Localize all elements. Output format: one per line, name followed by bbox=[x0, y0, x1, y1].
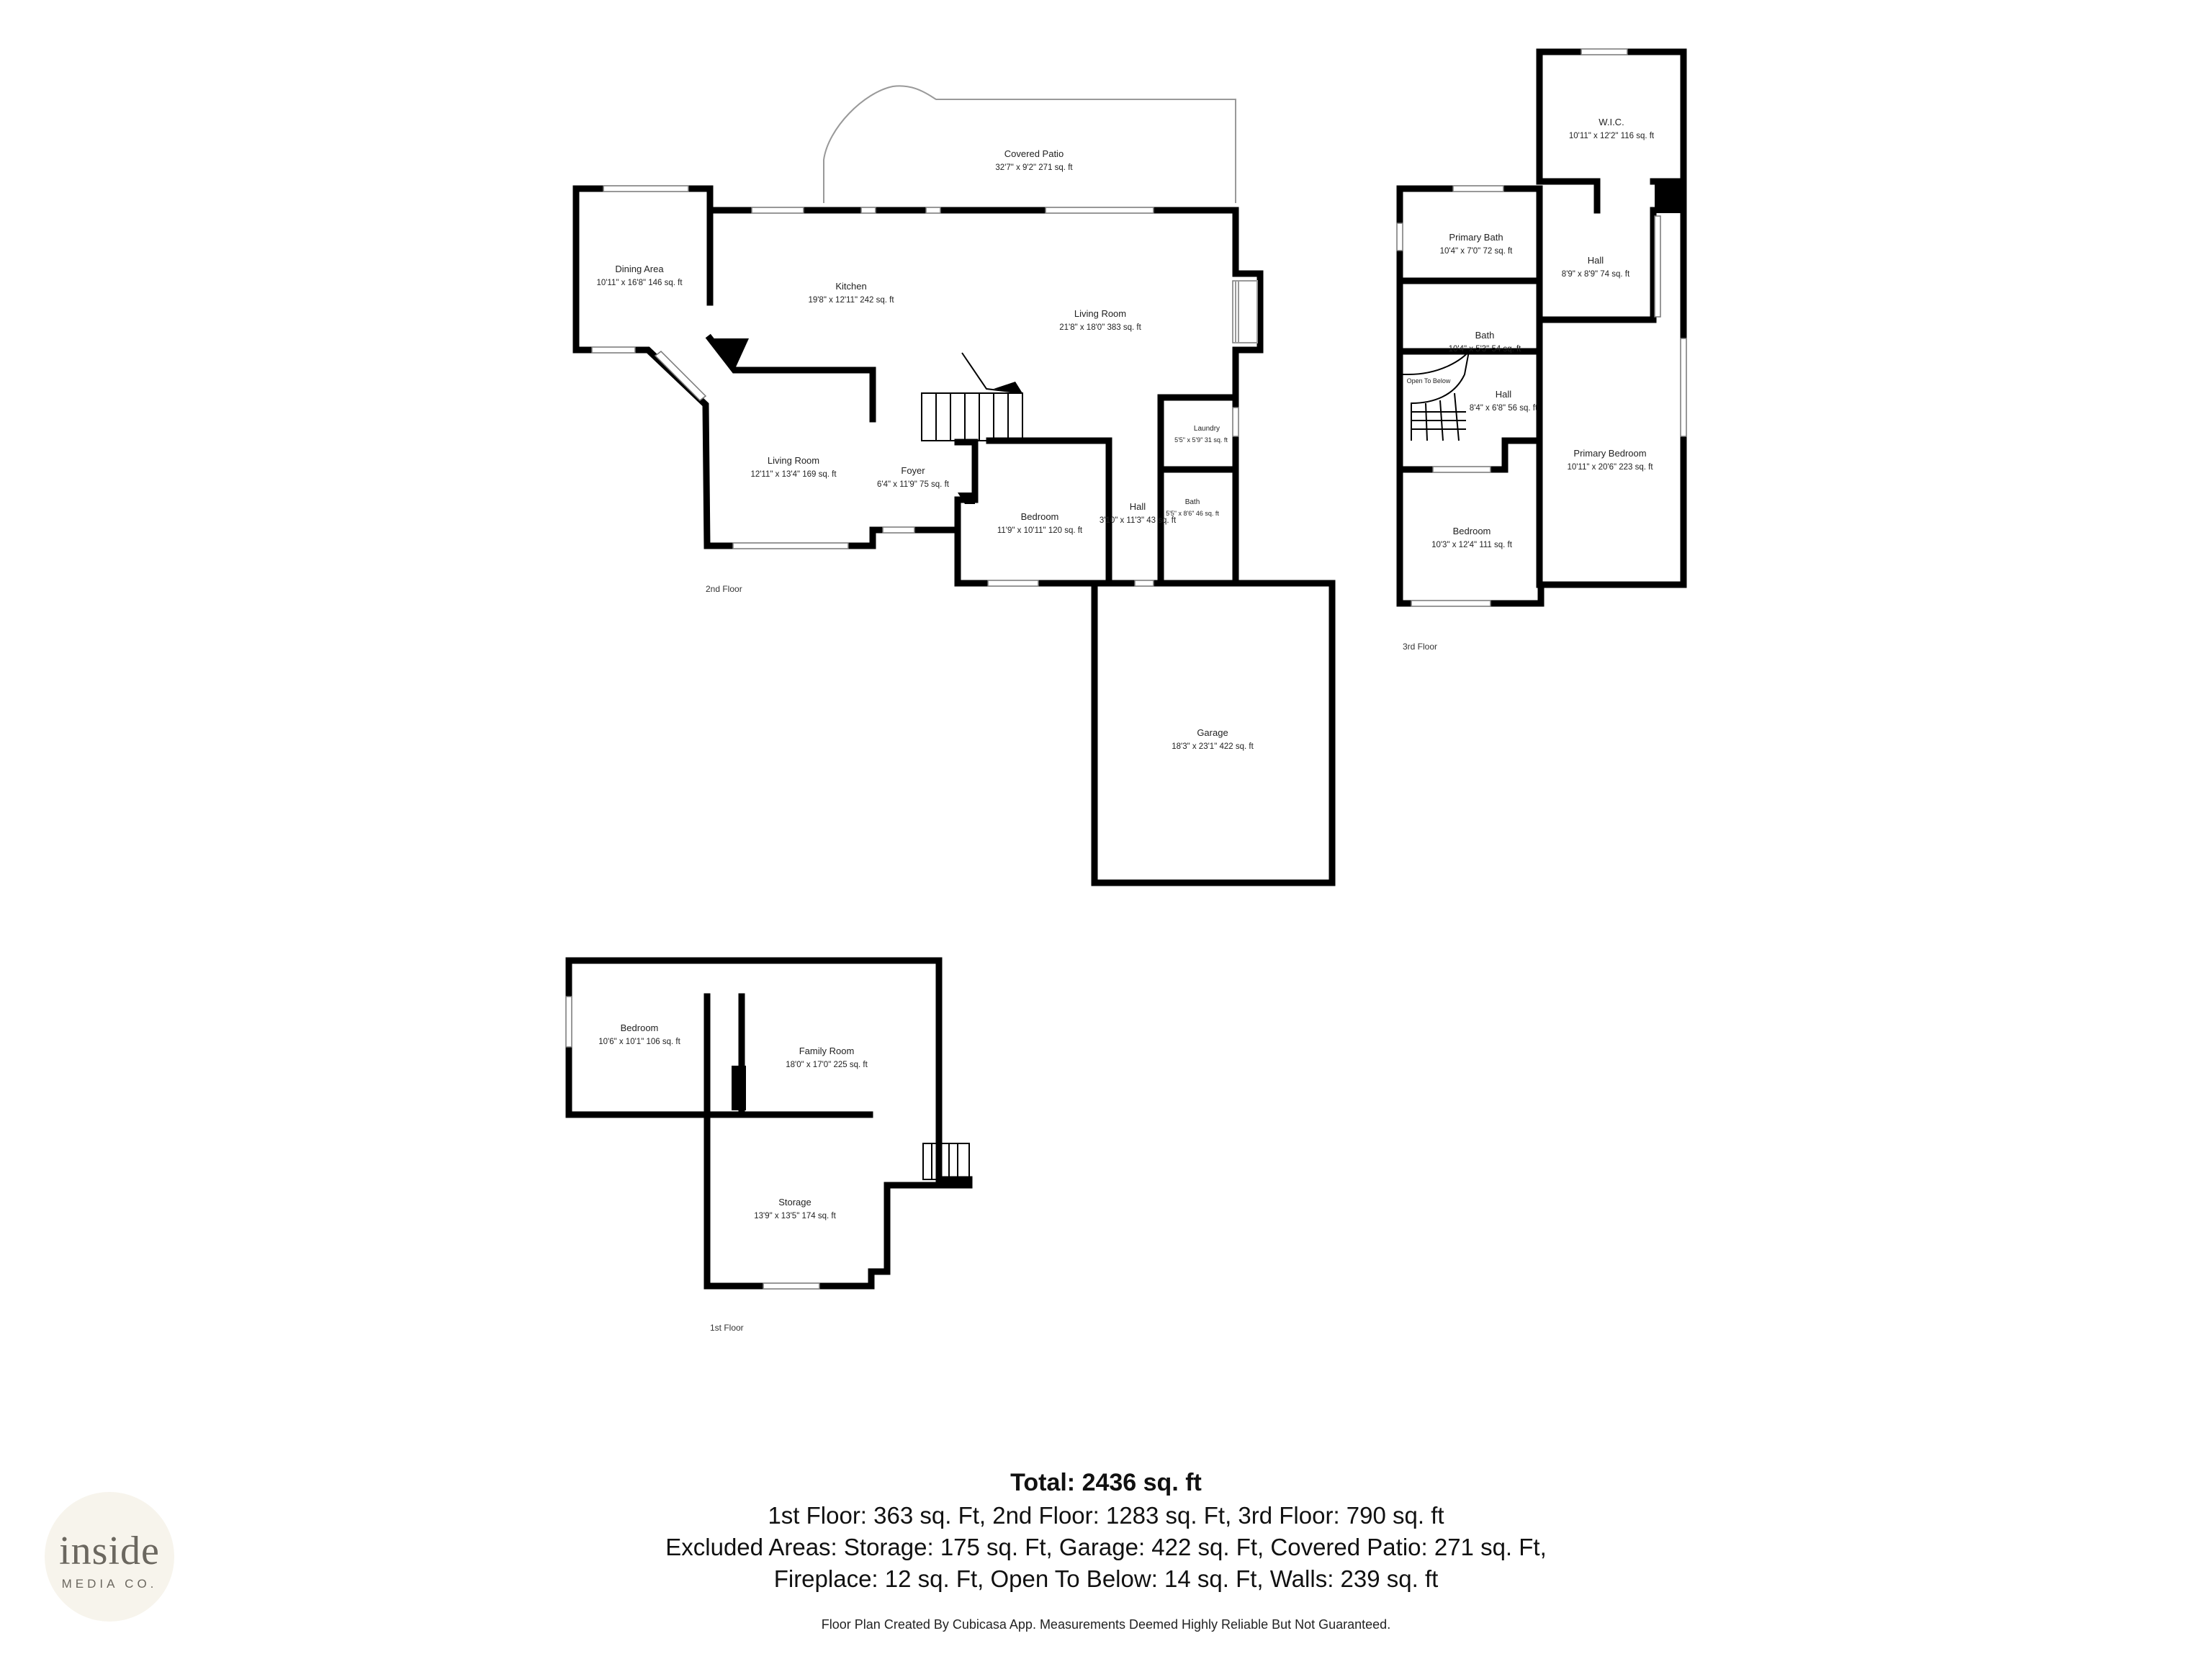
room-dims-covered-patio: 32'7" x 9'2" 271 sq. ft bbox=[995, 163, 1073, 172]
room-name-bath-3rd: Bath bbox=[1475, 330, 1495, 341]
room-name-bedroom-2nd: Bedroom bbox=[1021, 511, 1059, 522]
logo-sub-text: MEDIA CO. bbox=[61, 1577, 158, 1591]
room-name-hall-3rd-b: Hall bbox=[1496, 389, 1512, 400]
corner-column bbox=[710, 338, 749, 370]
bedroom-3rd-top bbox=[1396, 437, 1543, 473]
room-dims-bath-3rd: 10'4" x 5'3" 54 sq. ft bbox=[1449, 345, 1522, 354]
third-floor-plan: 3rd Floor W.I.C. 10'11" x 12'2" 116 sq. … bbox=[1396, 48, 1687, 652]
inside-media-logo: inside MEDIA CO. bbox=[45, 1492, 174, 1622]
dining-top-wall bbox=[572, 185, 1264, 401]
room-name-bedroom-3rd: Bedroom bbox=[1453, 526, 1491, 536]
room-name-covered-patio: Covered Patio bbox=[1004, 148, 1064, 159]
room-name-living-room-main: Living Room bbox=[1074, 308, 1126, 319]
room-name-laundry: Laundry bbox=[1194, 425, 1220, 433]
room-name-garage: Garage bbox=[1197, 727, 1228, 738]
floor-label-third: 3rd Floor bbox=[1403, 642, 1437, 652]
floor-areas-summary: 1st Floor: 363 sq. Ft, 2nd Floor: 1283 s… bbox=[768, 1502, 1444, 1529]
open-to-below-label: Open To Below bbox=[1407, 377, 1451, 385]
room-name-kitchen: Kitchen bbox=[835, 281, 866, 292]
first-floor-windows bbox=[565, 996, 820, 1290]
hall-walls-3rd bbox=[1536, 178, 1601, 214]
first-floor-plan: 1st Floor Bedroom 10'6" x 10'1" 106 sq. … bbox=[565, 957, 973, 1333]
room-name-dining-area: Dining Area bbox=[615, 264, 664, 274]
room-dims-primary-bedroom: 10'11" x 20'6" 223 sq. ft bbox=[1567, 463, 1653, 472]
second-floor-plan: 2nd Floor Covered Patio 32'7" x 9'2" 271… bbox=[572, 85, 1336, 886]
stair-treads bbox=[935, 352, 1023, 441]
room-dims-laundry: 5'5" x 5'9" 31 sq. ft bbox=[1174, 436, 1228, 444]
room-dims-foyer: 6'4" x 11'9" 75 sq. ft bbox=[877, 480, 950, 489]
room-name-hall-3rd-a: Hall bbox=[1588, 255, 1604, 266]
first-floor-stair-treads bbox=[931, 1143, 958, 1179]
room-dims-bedroom-1st: 10'6" x 10'1" 106 sq. ft bbox=[598, 1038, 680, 1046]
foyer-column bbox=[958, 493, 975, 504]
room-name-wic: W.I.C. bbox=[1599, 117, 1624, 127]
room-name-storage: Storage bbox=[778, 1197, 811, 1208]
room-name-primary-bath: Primary Bath bbox=[1449, 232, 1503, 243]
excluded-areas-summary: Excluded Areas: Storage: 175 sq. Ft, Gar… bbox=[665, 1534, 1547, 1560]
first-floor-stairs bbox=[922, 1143, 970, 1180]
room-dims-kitchen: 19'8" x 12'11" 242 sq. ft bbox=[808, 296, 894, 305]
room-dims-family-room: 18'0" x 17'0" 225 sq. ft bbox=[786, 1061, 868, 1069]
room-dims-hall-2nd: 3'10" x 11'3" 43 sq. ft bbox=[1100, 516, 1177, 525]
open-to-below-curve bbox=[1400, 351, 1470, 375]
third-floor-stair-treads bbox=[1411, 392, 1466, 441]
garage-walls bbox=[1091, 580, 1336, 886]
disclaimer: Floor Plan Created By Cubicasa App. Meas… bbox=[821, 1617, 1391, 1632]
total-area: Total: 2436 sq. ft bbox=[1010, 1469, 1202, 1496]
room-dims-storage: 13'9" x 13'5" 174 sq. ft bbox=[754, 1212, 836, 1220]
third-floor-windows bbox=[1396, 48, 1687, 607]
room-dims-primary-bath: 10'4" x 7'0" 72 sq. ft bbox=[1440, 247, 1514, 256]
stair-newel bbox=[994, 382, 1022, 393]
covered-patio-outline bbox=[823, 85, 1236, 203]
first-floor-outer-walls bbox=[565, 957, 973, 1290]
room-name-living-room-2: Living Room bbox=[768, 455, 819, 466]
closet-block bbox=[1655, 181, 1683, 213]
excluded-areas-summary-cont: Fireplace: 12 sq. Ft, Open To Below: 14 … bbox=[773, 1565, 1439, 1592]
room-dims-bedroom-2nd: 11'9" x 10'11" 120 sq. ft bbox=[997, 526, 1083, 535]
dining-area-walls bbox=[572, 185, 876, 549]
floor-label-second: 2nd Floor bbox=[706, 584, 742, 594]
room-dims-dining-area: 10'11" x 16'8" 146 sq. ft bbox=[596, 279, 683, 287]
logo-main-text: inside bbox=[59, 1529, 160, 1573]
fireplace bbox=[1235, 280, 1258, 343]
room-name-bath-2nd: Bath bbox=[1185, 498, 1200, 506]
primary-bedroom-top bbox=[1536, 207, 1657, 323]
room-name-family-room: Family Room bbox=[799, 1046, 855, 1056]
room-name-bedroom-1st: Bedroom bbox=[621, 1022, 659, 1033]
room-dims-hall-3rd-a: 8'9" x 8'9" 74 sq. ft bbox=[1562, 270, 1630, 279]
second-floor-windows bbox=[591, 185, 1239, 587]
room-name-hall-2nd: Hall bbox=[1130, 501, 1146, 512]
room-name-foyer: Foyer bbox=[901, 465, 925, 476]
room-dims-living-room-main: 21'8" x 18'0" 383 sq. ft bbox=[1059, 323, 1141, 332]
second-floor-stairs bbox=[921, 392, 1023, 441]
room-dims-living-room-2: 12'11" x 13'4" 169 sq. ft bbox=[750, 470, 837, 479]
room-dims-garage: 18'3" x 23'1" 422 sq. ft bbox=[1172, 742, 1254, 751]
floor-label-first: 1st Floor bbox=[710, 1323, 744, 1333]
room-dims-wic: 10'11" x 12'2" 116 sq. ft bbox=[1569, 132, 1655, 140]
room-dims-bedroom-3rd: 10'3" x 12'4" 111 sq. ft bbox=[1431, 541, 1513, 549]
room-name-primary-bedroom: Primary Bedroom bbox=[1573, 448, 1646, 459]
stair-curve bbox=[1411, 351, 1470, 441]
room-dims-bath-2nd: 5'5" x 8'6" 46 sq. ft bbox=[1166, 510, 1219, 517]
room-dims-hall-3rd-b: 8'4" x 6'8" 56 sq. ft bbox=[1470, 404, 1538, 413]
first-floor-column bbox=[732, 1066, 746, 1110]
